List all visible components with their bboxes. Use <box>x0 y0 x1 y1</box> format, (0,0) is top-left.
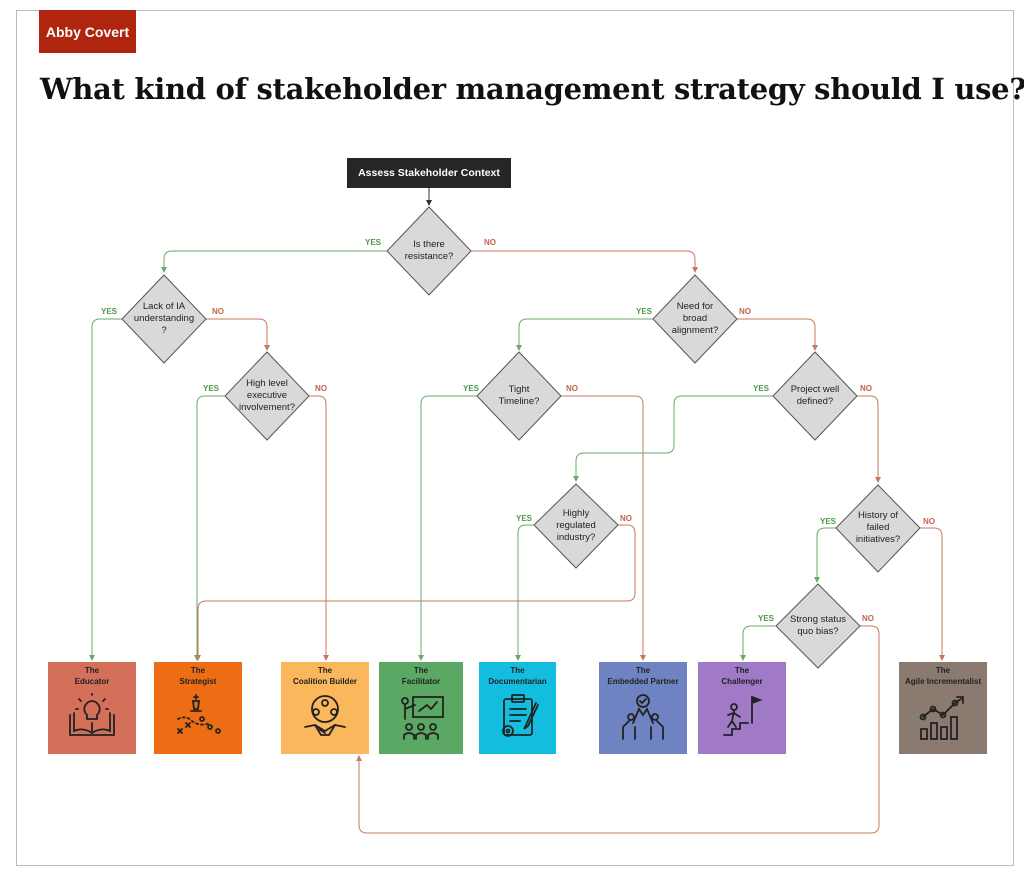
no-label: NO <box>566 384 578 393</box>
start-node: Assess Stakeholder Context <box>347 158 511 188</box>
no-label: NO <box>860 384 872 393</box>
clipboard-gear-icon <box>501 694 539 737</box>
decision-regulated <box>533 483 619 569</box>
decision-resistance <box>386 206 472 296</box>
author-badge: Abby Covert <box>39 10 136 53</box>
decision-project-defined <box>772 351 858 441</box>
yes-label: YES <box>463 384 480 393</box>
team-highfive-icon <box>622 694 664 740</box>
yes-label: YES <box>101 307 118 316</box>
decision-status-quo <box>775 583 861 669</box>
no-label: NO <box>620 514 632 523</box>
no-label: NO <box>484 238 496 247</box>
yes-label: YES <box>516 514 533 523</box>
lightbulb-book-icon <box>69 693 115 736</box>
decision-exec-involvement <box>224 351 310 441</box>
presenter-board-icon <box>401 696 444 740</box>
decision-broad-alignment <box>652 274 738 364</box>
yes-label: YES <box>203 384 220 393</box>
chess-strategy-icon <box>177 694 221 734</box>
climber-flag-icon <box>723 696 763 736</box>
no-label: NO <box>739 307 751 316</box>
yes-label: YES <box>753 384 770 393</box>
yes-label: YES <box>820 517 837 526</box>
yes-label: YES <box>365 238 382 247</box>
handshake-network-icon <box>304 695 346 736</box>
no-label: NO <box>862 614 874 623</box>
decision-tight-timeline <box>476 351 562 441</box>
no-label: NO <box>923 517 935 526</box>
growth-chart-icon <box>919 696 964 740</box>
decision-ia-understanding <box>121 274 207 364</box>
decision-failed-initiatives <box>835 484 921 573</box>
no-label: NO <box>315 384 327 393</box>
yes-label: YES <box>636 307 653 316</box>
page-title: What kind of stakeholder management stra… <box>40 72 1024 106</box>
no-label: NO <box>212 307 224 316</box>
yes-label: YES <box>758 614 775 623</box>
